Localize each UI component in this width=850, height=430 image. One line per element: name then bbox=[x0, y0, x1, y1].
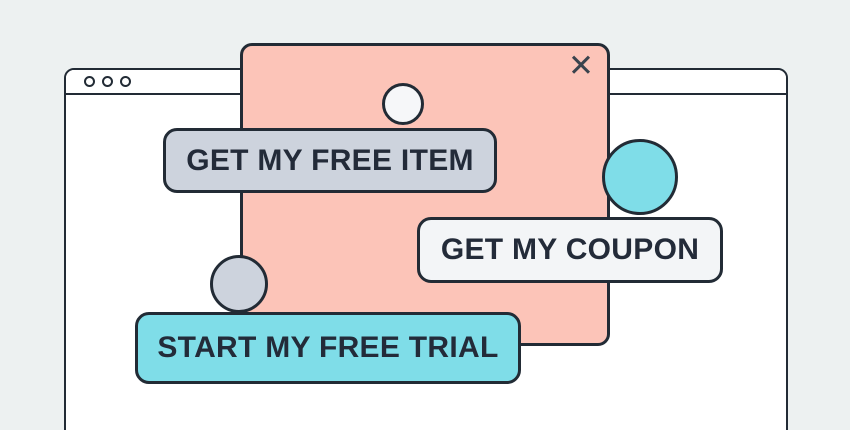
decorative-circle-teal bbox=[602, 139, 678, 215]
popup-modal: ✕ bbox=[240, 43, 610, 346]
close-icon[interactable]: ✕ bbox=[563, 48, 599, 84]
window-control-dot-icon[interactable] bbox=[102, 76, 113, 87]
get-my-free-item-button[interactable]: GET MY FREE ITEM bbox=[163, 128, 497, 193]
get-my-coupon-button[interactable]: GET MY COUPON bbox=[417, 217, 723, 283]
start-my-free-trial-button[interactable]: START MY FREE TRIAL bbox=[135, 312, 521, 384]
decorative-circle-gray bbox=[210, 255, 268, 313]
decorative-circle-white bbox=[382, 83, 424, 125]
window-control-dot-icon[interactable] bbox=[84, 76, 95, 87]
window-control-dot-icon[interactable] bbox=[120, 76, 131, 87]
